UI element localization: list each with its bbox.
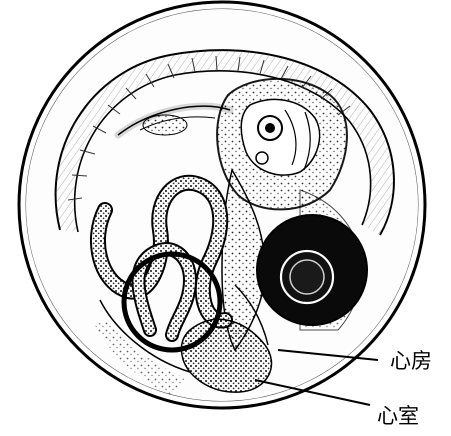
atrium-label: 心房 [390, 349, 432, 373]
ventricle-label: 心室 [377, 404, 419, 428]
eye [257, 215, 367, 325]
